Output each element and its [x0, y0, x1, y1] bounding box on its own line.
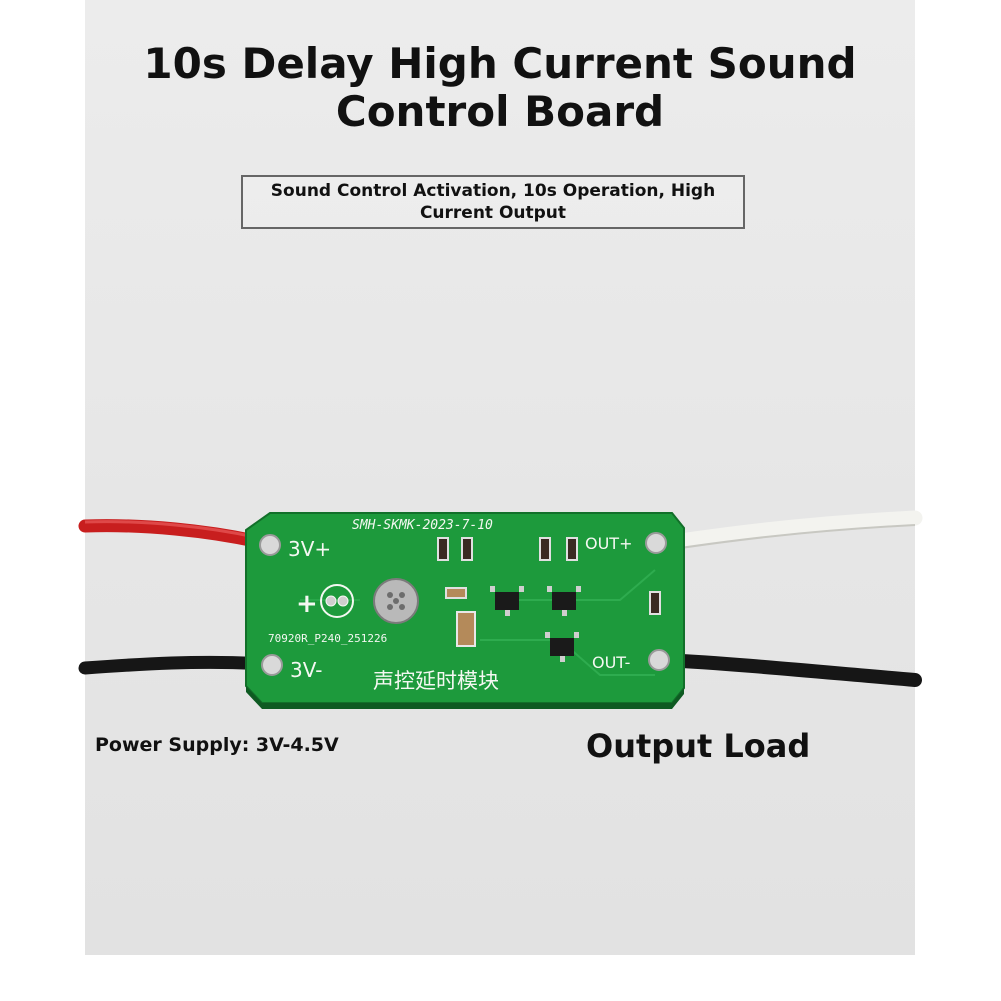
transistor-pin: [574, 632, 579, 638]
microphone-hole: [387, 592, 393, 598]
smd-capacitor: [445, 587, 467, 599]
output-load-caption: Output Load: [586, 727, 811, 765]
smd-resistors: [437, 537, 661, 615]
pcb-label-out-plus: OUT+: [585, 534, 632, 553]
transistor: [550, 638, 574, 656]
solder-pad-3v-plus: [259, 534, 281, 556]
power-supply-caption: Power Supply: 3V-4.5V: [95, 734, 339, 756]
transistor-pin: [490, 586, 495, 592]
board-shadow: [246, 686, 684, 709]
pcb-label-out-minus: OUT-: [592, 653, 630, 672]
title-line-2: Control Board: [335, 87, 665, 136]
subtitle-text: Sound Control Activation, 10s Operation,…: [270, 181, 716, 223]
transistor-pin: [547, 586, 552, 592]
page-title: 10s Delay High Current Sound Control Boa…: [85, 40, 915, 136]
solder-pad-out-plus: [645, 532, 667, 554]
microphone-hole: [393, 598, 399, 604]
solder-pad-3v-minus: [261, 654, 283, 676]
pcb-board: SMH-SKMK-2023-7-10 3V+ 3V- OUT+ OUT- + 7…: [245, 512, 685, 709]
capacitor-pad: [325, 595, 337, 607]
transistor-pin: [562, 610, 567, 616]
trace: [480, 639, 655, 676]
transistor-pin: [505, 610, 510, 616]
pcb-label-3v-plus: 3V+: [288, 537, 331, 561]
photo-background: [85, 0, 915, 955]
smd-resistor: [566, 537, 578, 561]
black-wire-left: [78, 655, 275, 675]
pcb-plus-sign: +: [296, 589, 318, 619]
white-wire: [652, 510, 923, 552]
smd-resistor: [649, 591, 661, 615]
title-line-1: 10s Delay High Current Sound: [143, 39, 857, 88]
transistors: [490, 586, 581, 662]
pcb-label-3v-minus: 3V-: [290, 658, 322, 682]
transistor-pin: [545, 632, 550, 638]
microphone-hole: [399, 592, 405, 598]
transistor: [552, 592, 576, 610]
microphone-hole: [387, 604, 393, 610]
subtitle-box: Sound Control Activation, 10s Operation,…: [241, 175, 745, 229]
trace: [500, 569, 656, 601]
smd-capacitor-large: [456, 611, 476, 647]
smd-resistor: [539, 537, 551, 561]
pcb-part-code-text: 70920R_P240_251226: [268, 632, 387, 645]
pcb-model-text: SMH-SKMK-2023-7-10: [352, 518, 493, 533]
capacitor-pad: [337, 595, 349, 607]
transistor-pin: [560, 656, 565, 662]
transistor-pin: [519, 586, 524, 592]
black-wire-right: [658, 653, 922, 687]
smd-resistor: [437, 537, 449, 561]
transistor: [495, 592, 519, 610]
microphone-hole: [399, 604, 405, 610]
capacitor-outline: [320, 584, 354, 618]
solder-pad-out-minus: [648, 649, 670, 671]
smd-resistor: [461, 537, 473, 561]
transistor-pin: [576, 586, 581, 592]
pcb-chinese-label: 声控延时模块: [373, 669, 499, 693]
